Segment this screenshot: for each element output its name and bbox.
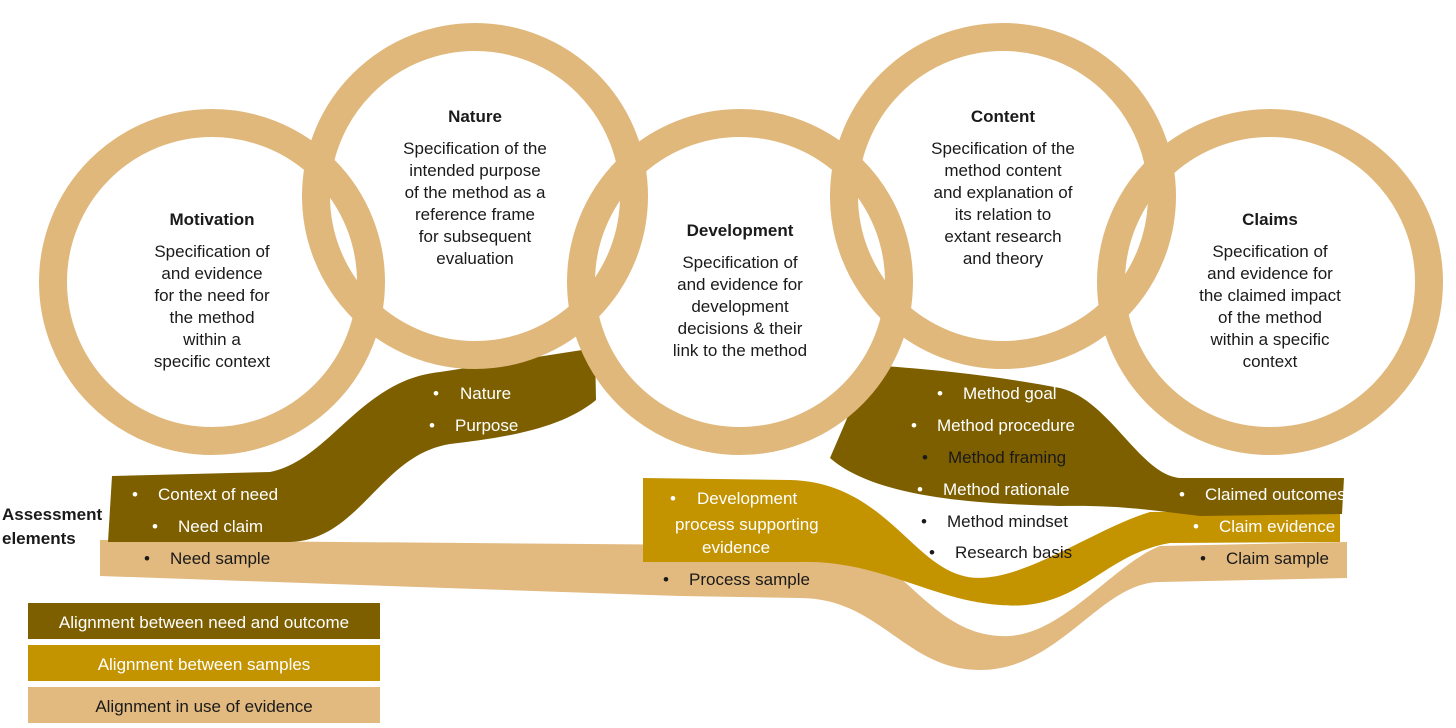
bullet-icon: • (433, 384, 439, 403)
development-line: link to the method (673, 341, 807, 360)
content-ring (830, 23, 1176, 369)
legend-swatch-evidence (28, 687, 380, 723)
content-line: and explanation of (934, 183, 1073, 202)
bullet-icon: • (921, 512, 927, 531)
content-dark-band (830, 365, 1344, 516)
nature-line: Specification of the (403, 139, 547, 158)
nature-line: intended purpose (409, 161, 540, 180)
assessment-elements-label: Assessment (2, 505, 103, 524)
content-line: its relation to (955, 205, 1051, 224)
bullet-icon: • (922, 448, 928, 467)
development-text: Development Specification of and evidenc… (673, 221, 807, 360)
nature-line: reference frame (415, 205, 535, 224)
claims-line: Specification of (1212, 242, 1328, 261)
element-method-goal: Method goal (963, 384, 1057, 403)
bullet-icon: • (929, 543, 935, 562)
motivation-line: for the need for (154, 286, 270, 305)
bullet-icon: • (911, 416, 917, 435)
motivation-dark-band (108, 348, 596, 542)
claims-line: within a specific (1209, 330, 1330, 349)
bullet-icon: • (429, 416, 435, 435)
claims-title: Claims (1242, 210, 1298, 229)
assessment-elements-label: elements (2, 529, 76, 548)
nature-line: for subsequent (419, 227, 532, 246)
bullet-icon: • (670, 489, 676, 508)
nature-title: Nature (448, 107, 502, 126)
bullet-icon: • (152, 517, 158, 536)
element-development: Development (697, 489, 797, 508)
element-need-claim: Need claim (178, 517, 263, 536)
bullet-icon: • (937, 384, 943, 403)
element-development-line: process supporting (675, 515, 819, 534)
claims-ring (1097, 109, 1443, 455)
samples-alignment-band (643, 478, 1340, 606)
content-line: method content (944, 161, 1061, 180)
motivation-line: specific context (154, 352, 270, 371)
development-ring (567, 109, 913, 455)
development-line: decisions & their (678, 319, 803, 338)
legend: Alignment between need and outcome Align… (28, 603, 380, 723)
legend-swatch-need-outcome (28, 603, 380, 639)
motivation-line: the method (169, 308, 254, 327)
circle-rings (39, 23, 1443, 455)
element-method-rationale: Method rationale (943, 480, 1070, 499)
bullet-icon: • (132, 485, 138, 504)
content-line: extant research (944, 227, 1061, 246)
motivation-line: and evidence (161, 264, 262, 283)
element-need-sample: Need sample (170, 549, 270, 568)
element-method-procedure: Method procedure (937, 416, 1075, 435)
development-line: Specification of (682, 253, 798, 272)
motivation-ring (39, 109, 385, 455)
content-text: Content Specification of the method cont… (931, 107, 1075, 268)
content-line: and theory (963, 249, 1044, 268)
element-nature: Nature (460, 384, 511, 403)
element-purpose: Purpose (455, 416, 518, 435)
bullet-icon: • (1179, 485, 1185, 504)
element-method-mindset: Method mindset (947, 512, 1068, 531)
motivation-title: Motivation (170, 210, 255, 229)
element-research-basis: Research basis (955, 543, 1072, 562)
nature-line: evaluation (436, 249, 514, 268)
element-claimed-outcomes: Claimed outcomes (1205, 485, 1346, 504)
legend-swatch-samples (28, 645, 380, 681)
claims-line: and evidence for (1207, 264, 1333, 283)
development-line: development (691, 297, 789, 316)
nature-line: of the method as a (405, 183, 546, 202)
evidence-alignment-band (100, 540, 1347, 670)
nature-ring (302, 23, 648, 369)
bullet-icon: • (663, 570, 669, 589)
bullet-icon: • (917, 480, 923, 499)
bullet-icon: • (144, 549, 150, 568)
legend-label-need-outcome: Alignment between need and outcome (59, 613, 349, 632)
claims-line: the claimed impact (1199, 286, 1341, 305)
legend-label-samples: Alignment between samples (98, 655, 311, 674)
element-development-line: evidence (702, 538, 770, 557)
claims-line: context (1243, 352, 1298, 371)
content-title: Content (971, 107, 1036, 126)
motivation-text: Motivation Specification of and evidence… (154, 210, 270, 371)
claims-text: Claims Specification of and evidence for… (1199, 210, 1341, 371)
content-line: Specification of the (931, 139, 1075, 158)
bullet-icon: • (1200, 549, 1206, 568)
bullet-icon: • (1193, 517, 1199, 536)
element-process-sample: Process sample (689, 570, 810, 589)
element-method-framing: Method framing (948, 448, 1066, 467)
motivation-line: within a (182, 330, 241, 349)
element-claim-sample: Claim sample (1226, 549, 1329, 568)
legend-label-evidence: Alignment in use of evidence (95, 697, 312, 716)
element-context-of-need: Context of need (158, 485, 278, 504)
development-line: and evidence for (677, 275, 803, 294)
element-claim-evidence: Claim evidence (1219, 517, 1335, 536)
claims-line: of the method (1218, 308, 1322, 327)
motivation-line: Specification of (154, 242, 270, 261)
development-title: Development (687, 221, 794, 240)
nature-text: Nature Specification of the intended pur… (403, 107, 547, 268)
